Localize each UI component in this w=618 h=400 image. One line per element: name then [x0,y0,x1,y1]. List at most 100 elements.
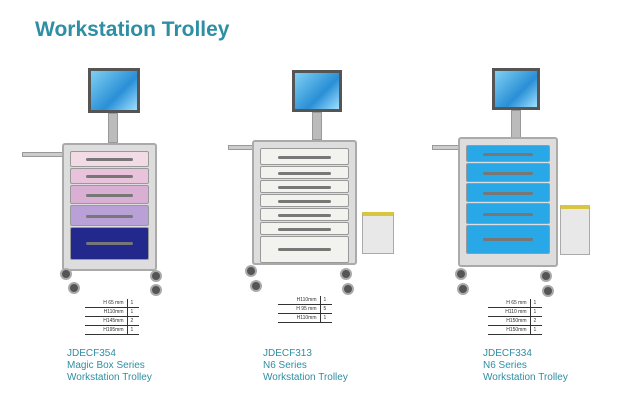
drawer [260,222,349,235]
spec-size: H150mm [488,316,531,326]
spec-size: H 65 mm [488,299,531,308]
drawer [260,208,349,221]
drawer-handle [86,214,133,218]
drawer-handle [278,213,331,217]
spec-qty: 1 [530,299,542,308]
drawer [260,194,349,207]
caster-wheel [60,268,72,280]
spec-size: H 95 mm [278,304,321,314]
waste-bin [560,205,590,255]
spec-size: H110 mm [488,307,531,317]
drawer-handle [483,171,533,175]
waste-bin [362,212,394,254]
caster-wheel [340,268,352,280]
drawer [466,163,550,182]
spec-qty: 1 [320,313,332,323]
spec-size: H110mm [278,313,321,323]
drawer [466,145,550,162]
drawer-handle [483,152,533,156]
spec-size: H110mm [278,296,321,305]
product-type: Workstation Trolley [67,372,152,383]
spec-size: H150mm [488,325,531,335]
product-series: Magic Box Series [67,360,145,371]
page-title: Workstation Trolley [35,18,230,41]
drawer-handle [483,212,533,216]
monitor-screen [492,68,540,110]
spec-qty: 1 [320,296,332,305]
spec-qty: 5 [320,304,332,314]
caster-wheel [150,270,162,282]
product-type: Workstation Trolley [483,372,568,383]
drawer [260,166,349,179]
monitor-screen [88,68,140,113]
side-shelf [22,152,64,157]
product-type: Workstation Trolley [263,372,348,383]
drawer-handle [278,155,331,159]
spec-qty: 1 [127,307,139,317]
caster-wheel [540,270,552,282]
drawer-handle [483,238,533,242]
spec-size: H145mm [85,316,128,326]
caster-wheel [245,265,257,277]
caster-wheel [150,284,162,296]
drawer [260,148,349,165]
monitor-pole [511,110,521,138]
drawer [260,236,349,263]
caster-wheel [542,285,554,297]
spec-size: H 65 mm [85,299,128,308]
monitor-screen [292,70,342,112]
spec-qty: 1 [530,325,542,335]
drawer [70,185,149,204]
drawer [466,203,550,224]
spec-qty: 2 [127,316,139,326]
product-model: JDECF354 [67,348,116,359]
product-series: N6 Series [483,360,527,371]
trolley-cabinet [252,140,357,265]
drawer-handle [278,171,331,175]
drawer [260,180,349,193]
drawer-handle [86,175,133,179]
product-series: N6 Series [263,360,307,371]
drawer [466,225,550,254]
trolley-cabinet [62,143,157,271]
drawer [70,205,149,226]
spec-size: H195mm [85,325,128,335]
drawer [466,183,550,202]
spec-size: H110mm [85,307,128,317]
caster-wheel [457,283,469,295]
spec-qty: 1 [127,299,139,308]
product-model: JDECF334 [483,348,532,359]
drawer-handle [86,241,133,245]
product-model: JDECF313 [263,348,312,359]
drawer [70,151,149,167]
spec-qty: 1 [127,325,139,335]
drawer-handle [86,158,133,162]
drawer-handle [278,199,331,203]
caster-wheel [455,268,467,280]
spec-qty: 1 [530,307,542,317]
drawer-handle [86,193,133,197]
drawer-handle [278,248,331,252]
caster-wheel [342,283,354,295]
drawer [70,227,149,260]
caster-wheel [68,282,80,294]
drawer-handle [278,185,331,189]
drawer [70,168,149,184]
monitor-pole [108,113,118,143]
